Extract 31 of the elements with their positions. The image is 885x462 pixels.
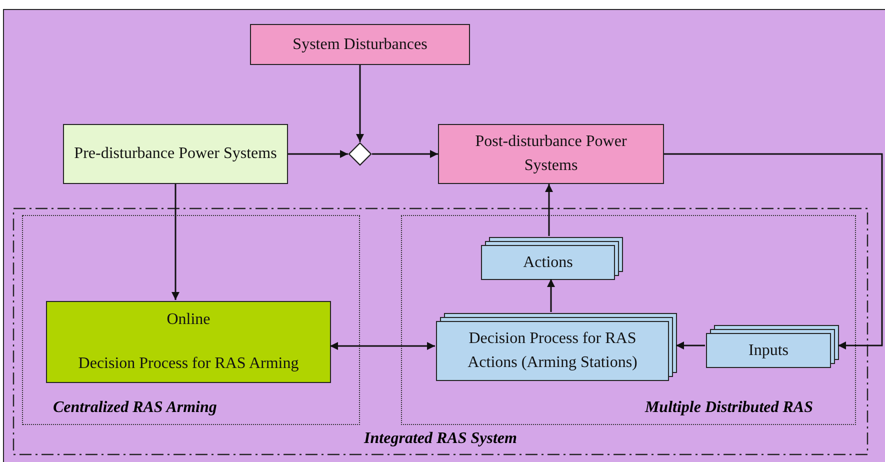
process-box [436, 321, 669, 381]
diamond-junction [348, 142, 372, 166]
process-box [250, 24, 470, 65]
arrow [330, 342, 435, 350]
arrow [372, 150, 438, 158]
arrow [664, 153, 883, 350]
arrow [676, 342, 705, 350]
process-box [481, 245, 615, 280]
box-text: Post-disturbance Power Systems [474, 132, 628, 176]
box-text: Pre-disturbance Power Systems [74, 144, 277, 164]
process-box [706, 333, 831, 368]
group-label: Integrated RAS System [362, 429, 518, 449]
process-box [438, 124, 664, 184]
box-text: Actions [523, 252, 573, 272]
arrow [545, 184, 553, 236]
group-frame [22, 215, 360, 425]
arrow [356, 65, 364, 142]
box-text: System Disturbances [292, 34, 428, 54]
box-text: Decision Process for RAS Arming [78, 354, 299, 374]
group-label: Centralized RAS Arming [53, 398, 217, 418]
group-frame [401, 215, 856, 425]
box-text: Decision Process for RAS Actions (Arming Stations) [466, 329, 638, 373]
box-text: Inputs [748, 340, 788, 360]
box-text: Online [166, 310, 210, 330]
group-label: Multiple Distributed RAS [644, 398, 813, 418]
arrow [547, 279, 555, 312]
arrow [288, 150, 348, 158]
arrow [172, 184, 180, 300]
process-box [46, 301, 331, 383]
process-box [63, 124, 288, 184]
group-frame [13, 208, 868, 455]
